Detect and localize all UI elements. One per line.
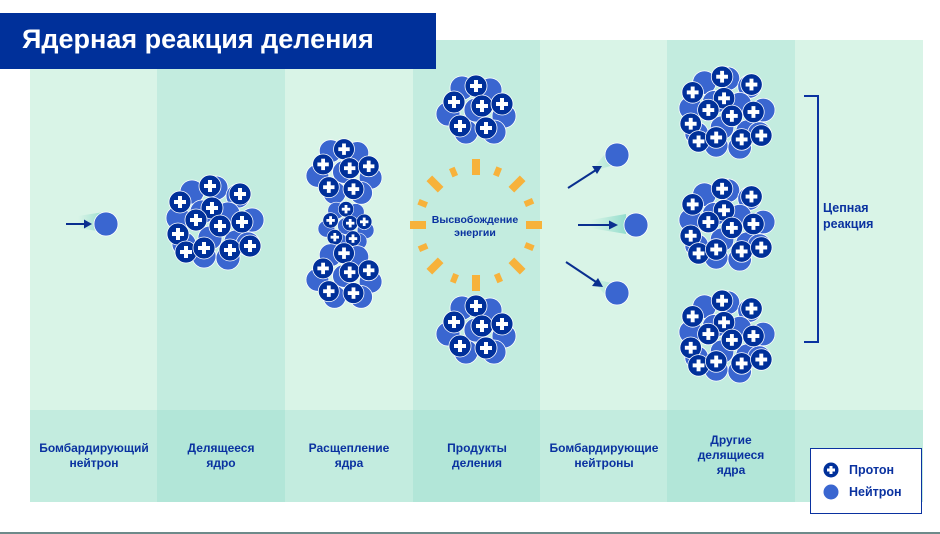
other-fissile-nucleus-3: [679, 290, 775, 383]
neutron-circle-icon: [823, 484, 839, 500]
legend-item-proton: Протон: [823, 462, 894, 478]
chain-reaction-label: Цепная реакция: [823, 201, 874, 231]
page-title: Ядерная реакция деления: [22, 24, 374, 54]
fissile-nucleus: [166, 175, 264, 270]
other-fissile-nucleus-1: [679, 66, 775, 159]
stage-label-other-fissile-nuclei: Другие делящиеся ядра: [697, 433, 765, 477]
label-band: [157, 410, 285, 502]
legend: Протон Нейтрон: [810, 448, 922, 514]
label-band: [30, 410, 157, 502]
stage-label-nucleus-split: Расщепление ядра: [308, 441, 390, 470]
bombarding-neutrons: [565, 142, 649, 306]
label-band: [667, 410, 795, 502]
legend-item-neutron: Нейтрон: [823, 484, 902, 500]
fission-product-bottom: [436, 295, 516, 364]
bottom-divider: [0, 532, 940, 534]
energy-burst-icon: [410, 159, 542, 291]
splitting-nucleus: [306, 139, 382, 309]
column-bombarding-neutron: [30, 40, 157, 440]
stage-label-bombarding-neutron: Бомбардирующий нейтрон: [39, 441, 149, 470]
stage-label-fission-products: Продукты деления: [447, 441, 507, 470]
column-chain-reaction: [795, 40, 923, 440]
proton-plus-circle-icon: [823, 462, 839, 478]
stage-label-fissile-nucleus: Делящееся ядро: [187, 441, 255, 470]
label-band: [413, 410, 540, 502]
fission-product-top: [436, 75, 516, 144]
label-band: [285, 410, 413, 502]
other-fissile-nucleus-2: [679, 178, 775, 271]
stage-label-bombarding-neutrons: Бомбардирующие нейтроны: [549, 441, 659, 470]
bombarding-neutron: [66, 211, 119, 237]
chain-reaction-bracket: [804, 95, 819, 343]
title-banner: Ядерная реакция деления: [0, 13, 436, 69]
label-band: [540, 410, 667, 502]
energy-release-label: Высвобождение энергии: [431, 214, 519, 239]
column-bombarding-neutrons: [540, 40, 667, 440]
